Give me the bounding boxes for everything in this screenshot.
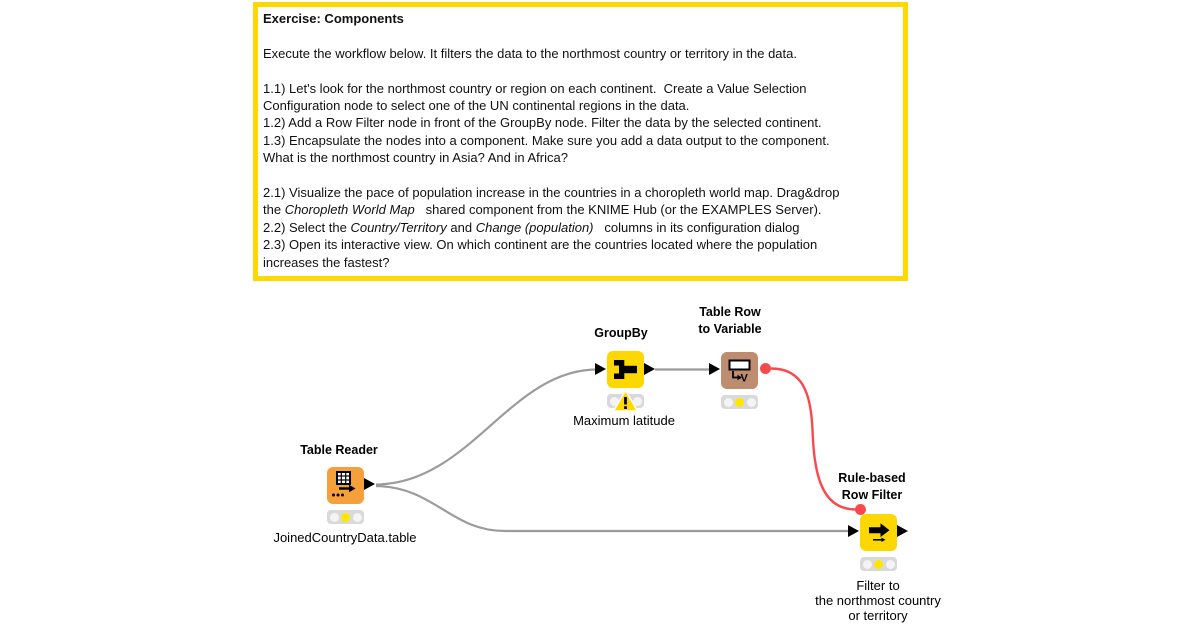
status-light-table-row-to-variable [721,395,758,409]
rule-based-row-filter-icon [869,523,890,542]
node-label-groupby[interactable]: Maximum latitude [573,413,675,428]
annotation-line: Exercise: Components [263,11,404,26]
status-light-table-reader [327,510,364,524]
annotation-line: Execute the workflow below. It filters t… [263,45,797,61]
annotation-line: 1.1) Let's look for the northmost countr… [263,80,807,96]
annotation-line [263,167,903,184]
node-label-table-reader[interactable]: JoinedCountryData.table [273,530,417,545]
annotation-line: 1.3) Encapsulate the nodes into a compon… [263,132,830,148]
status-light-rule-based-row-filter [860,557,897,571]
node-rule-based-row-filter[interactable] [860,514,897,551]
annotation-line: 2.3) Open its interactive view. On which… [263,237,818,253]
title-line: Table Row [699,305,761,319]
status-dot-red [609,396,619,406]
port-groupby-input[interactable] [595,363,606,375]
port-table-reader-output[interactable] [364,478,375,490]
groupby-icon [614,360,637,379]
status-dot-green [746,397,756,407]
status-dot-green [632,396,642,406]
port-rule-based-row-filter-flow-variable-input[interactable] [855,504,866,515]
annotation-line: 1.2) Add a Row Filter node in front of t… [263,115,822,131]
title-line: Rule-based [838,471,906,485]
annotation-line: increases the fastest? [263,254,390,270]
port-rule-based-row-filter-input[interactable] [848,525,859,537]
node-label-rule-based-row-filter[interactable]: Filter to the northmost country or terri… [778,578,978,623]
status-dot-yellow [874,559,883,569]
node-title-table-row-to-variable[interactable]: Table Row to Variable [650,304,810,337]
connection-table-reader-to-rule-based-row-filter[interactable] [375,484,849,533]
annotation-line: 2.1) Visualize the pace of population in… [263,185,840,201]
label-line: the northmost country [815,593,941,608]
port-rule-based-row-filter-output[interactable] [897,525,908,537]
port-groupby-output[interactable] [644,363,655,375]
annotation-line [263,62,903,79]
status-dot-yellow [735,397,744,407]
node-title-groupby[interactable]: GroupBy [594,326,648,340]
port-table-row-to-variable-input[interactable] [709,363,720,375]
warning-triangle-icon [612,389,639,412]
status-dot-red [862,559,872,569]
table-row-to-variable-icon: V [728,359,751,385]
status-dot-red [723,397,733,407]
title-line: Row Filter [841,487,903,502]
svg-text:V: V [741,373,749,385]
port-table-row-to-variable-flow-variable-output[interactable] [760,363,771,374]
status-dot-red [329,512,339,522]
annotation-line: 2.2) Select the Country/Territory and Ch… [263,219,800,235]
status-dot-yellow [341,512,350,522]
title-line: to Variable [698,321,762,336]
label-line: Filter to [856,578,900,593]
node-table-row-to-variable[interactable]: V [721,352,758,389]
table-reader-icon [332,471,356,497]
node-groupby[interactable] [607,351,644,388]
workflow-annotation[interactable]: Exercise: Components Execute the workflo… [253,2,908,281]
annotation-text: Exercise: Components Execute the workflo… [263,10,903,271]
status-dot-green [352,512,362,522]
label-line: or territory [848,608,908,623]
node-title-rule-based-row-filter[interactable]: Rule-based Row Filter [792,470,952,503]
annotation-line: the Choropleth World Map shared componen… [263,202,822,218]
annotation-line: What is the northmost country in Asia? A… [263,150,568,166]
annotation-line: Configuration node to select one of the … [263,98,690,114]
node-title-table-reader[interactable]: Table Reader [300,443,378,457]
node-table-reader[interactable] [327,467,364,504]
status-dot-green [885,559,895,569]
annotation-line [263,27,903,44]
